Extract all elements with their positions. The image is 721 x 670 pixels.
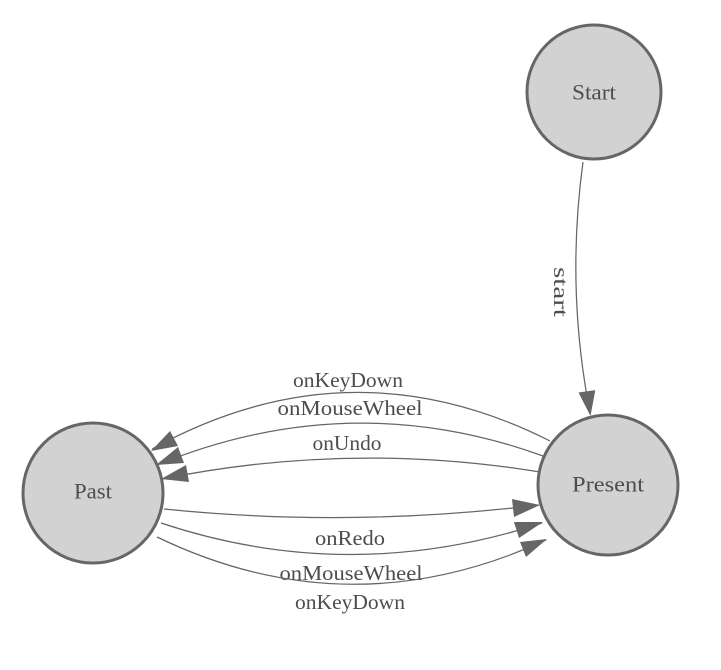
- arrowhead-onundo: [161, 465, 189, 482]
- state-node-present: Present: [536, 413, 680, 557]
- state-node-present-label: Present: [572, 472, 644, 497]
- state-node-past-circle: [21, 421, 165, 565]
- edge-line-onkeydown-bottom: [156, 536, 547, 585]
- arrowhead-onkeydown-top: [151, 431, 178, 451]
- state-node-past-label: Past: [74, 479, 112, 504]
- edge-present-to-past-onkeydown: onKeyDown: [151, 368, 551, 451]
- edge-label-onkeydown-bottom: onKeyDown: [295, 590, 406, 614]
- arrowhead-onmousewheel-top: [156, 447, 184, 465]
- edge-line-onkeydown-top: [151, 391, 551, 450]
- edge-line-onundo: [161, 457, 541, 480]
- edge-line-onmousewheel-top: [156, 422, 544, 466]
- edge-label-onundo: onUndo: [313, 431, 382, 455]
- state-node-present-circle: [536, 413, 680, 557]
- edge-line-onredo: [163, 504, 540, 519]
- edge-label-onmousewheel-top: onMouseWheel: [278, 396, 423, 420]
- arrowhead-onmousewheel-bottom: [514, 522, 543, 538]
- state-node-start: Start: [525, 23, 663, 161]
- edge-past-to-present-onredo: onRedo: [163, 499, 540, 550]
- arrowhead-onredo: [512, 499, 540, 517]
- state-node-past: Past: [21, 421, 165, 565]
- edge-label-start: start: [549, 267, 571, 318]
- arrowhead-start-to-present: [578, 390, 596, 416]
- edge-line-onmousewheel-bottom: [160, 522, 543, 556]
- edge-start-to-present: start: [549, 161, 596, 416]
- state-node-start-label: Start: [572, 80, 616, 105]
- arrowhead-onkeydown-bottom: [520, 539, 547, 557]
- edge-line-start: [575, 161, 589, 403]
- edge-label-onredo: onRedo: [315, 526, 385, 550]
- state-node-start-circle: [525, 23, 663, 161]
- edge-past-to-present-onkeydown: onKeyDown: [156, 536, 547, 614]
- edge-present-to-past-onundo: onUndo: [161, 431, 541, 482]
- edge-label-onkeydown-top: onKeyDown: [293, 368, 404, 392]
- edge-present-to-past-onmousewheel: onMouseWheel: [156, 396, 544, 466]
